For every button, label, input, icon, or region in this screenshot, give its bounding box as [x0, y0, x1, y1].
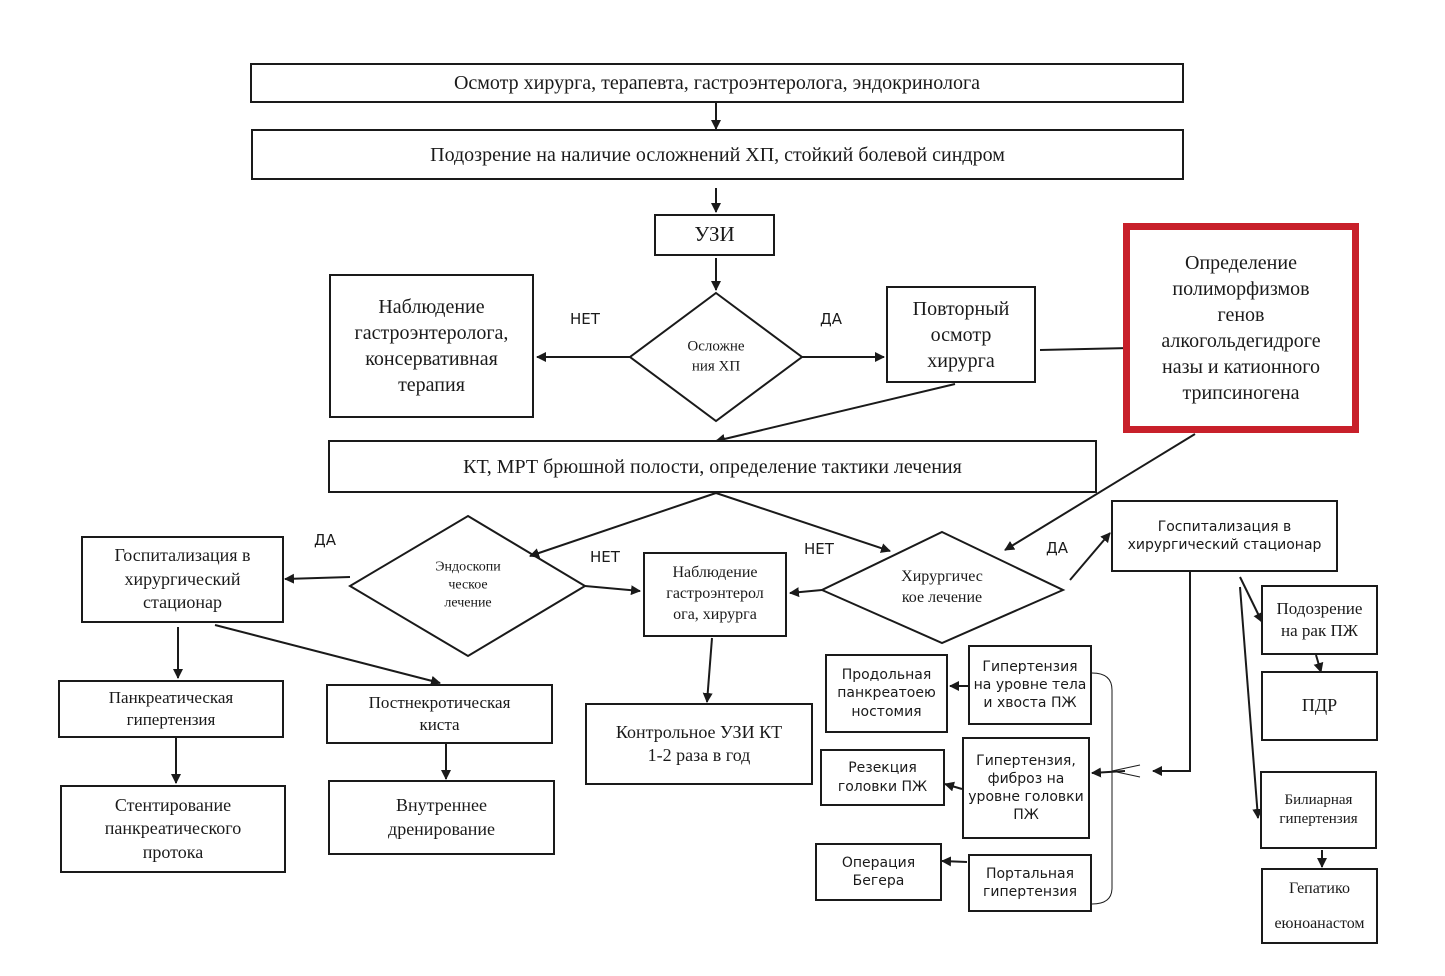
node-duct-stenting: Стентирование панкреатического протока [60, 785, 286, 873]
node-ultrasound: УЗИ [654, 214, 775, 256]
node-hepaticojejunostomy: Гепатико еюноанастом [1261, 868, 1378, 944]
node-postnecrotic-cyst: Постнекротическая киста [326, 684, 553, 744]
node-hypertension-body-tail: Гипертензия на уровне тела и хвоста ПЖ [968, 645, 1092, 725]
node-gastro-observation: Наблюдение гастроэнтеролога, консерватив… [329, 274, 534, 418]
decision-diamond-surgical [819, 530, 1066, 645]
node-hypertension-head-fibrosis: Гипертензия, фиброз на уровне головки ПЖ [962, 737, 1090, 839]
decision-diamond-complications [628, 291, 804, 423]
node-biliary-hypertension: Билиарная гипертензия [1260, 771, 1377, 849]
node-head-resection: Резекция головки ПЖ [820, 749, 945, 806]
node-hospitalization-right: Госпитализация в хирургический стационар [1111, 500, 1338, 572]
node-internal-drainage: Внутреннее дренирование [328, 780, 555, 855]
node-cancer-suspicion: Подозрение на рак ПЖ [1261, 585, 1378, 655]
node-gene-polymorphism-highlighted: Определение полиморфизмов генов алкоголь… [1123, 223, 1359, 433]
node-repeat-surgeon-exam: Повторный осмотр хирурга [886, 286, 1036, 383]
edge-label-no-endoscopic: НЕТ [590, 548, 620, 566]
decision-diamond-endoscopic [348, 514, 587, 658]
decision-endoscopic-label: Эндоскопи ческое лечение [435, 559, 501, 612]
node-pdr: ПДР [1261, 671, 1378, 741]
node-frey-operation: Операция Бегера [815, 843, 942, 901]
node-pancreatic-hypertension: Панкреатическая гипертензия [58, 680, 284, 738]
edge-label-no-surgical: НЕТ [804, 540, 834, 558]
edge-label-no-complications: НЕТ [570, 310, 600, 328]
edge-label-yes-endoscopic: ДА [314, 531, 336, 549]
edge-label-yes-complications: ДА [820, 310, 842, 328]
node-ct-mri: КТ, МРТ брюшной полости, определение так… [328, 440, 1097, 493]
node-hospitalization-left: Госпитализация в хирургический стационар [81, 536, 284, 623]
edge-label-yes-surgical: ДА [1046, 539, 1068, 557]
node-surgeon-observation: Наблюдение гастроэнтерол ога, хирурга [643, 552, 787, 637]
node-complication-suspicion: Подозрение на наличие осложнений ХП, сто… [251, 129, 1184, 180]
node-control-ultrasound: Контрольное УЗИ КТ 1-2 раза в год [585, 703, 813, 785]
node-longitudinal-pancreatojejunostomy: Продольная панкреатоею ностомия [825, 654, 948, 733]
decision-surgical-label: Хирургичес кое лечение [901, 568, 983, 606]
node-portal-hypertension: Портальная гипертензия [968, 854, 1092, 912]
node-specialist-exam: Осмотр хирурга, терапевта, гастроэнтерол… [250, 63, 1184, 103]
decision-complications-label: Осложне ния ХП [687, 338, 745, 375]
